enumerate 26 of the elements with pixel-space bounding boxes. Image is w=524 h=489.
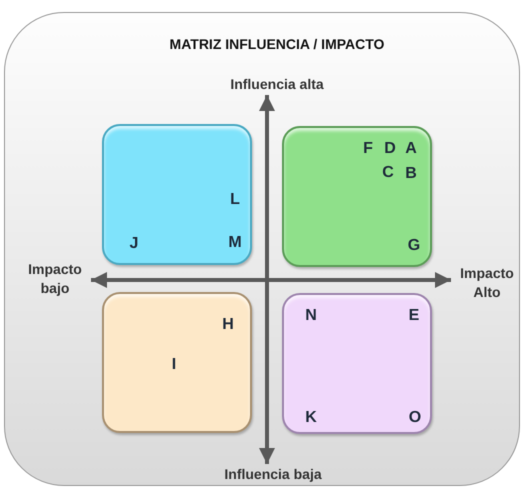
stakeholder-letter: L [230, 191, 240, 209]
stakeholder-letter: M [228, 234, 242, 252]
axis-arrow [259, 95, 275, 464]
axis-label: Influencia alta [222, 75, 332, 94]
stakeholder-letter: B [405, 165, 417, 183]
stakeholder-letter: C [382, 164, 394, 182]
stakeholder-letter: F [363, 140, 373, 158]
axis-label: Influencia baja [218, 465, 328, 484]
axis-label: Impacto Alto [452, 264, 522, 302]
quadrant-box [102, 292, 252, 433]
quadrant-box [282, 293, 432, 434]
stakeholder-letter: J [130, 235, 138, 253]
quadrant-box [282, 126, 432, 267]
axis-arrow [91, 272, 451, 288]
title: MATRIZ INFLUENCIA / IMPACTO [168, 35, 386, 54]
stakeholder-letter: D [384, 140, 396, 158]
axis-label: Impacto bajo [20, 260, 90, 298]
stakeholder-letter: O [408, 409, 422, 427]
quadrant-box [102, 124, 252, 265]
stakeholder-letter: G [408, 237, 420, 255]
stakeholder-letter: K [305, 409, 317, 427]
stakeholder-letter: I [172, 356, 176, 374]
stakeholder-letter: A [405, 140, 417, 158]
stakeholder-letter: N [305, 307, 317, 325]
stakeholder-letter: E [408, 307, 420, 325]
stakeholder-letter: H [222, 316, 234, 334]
